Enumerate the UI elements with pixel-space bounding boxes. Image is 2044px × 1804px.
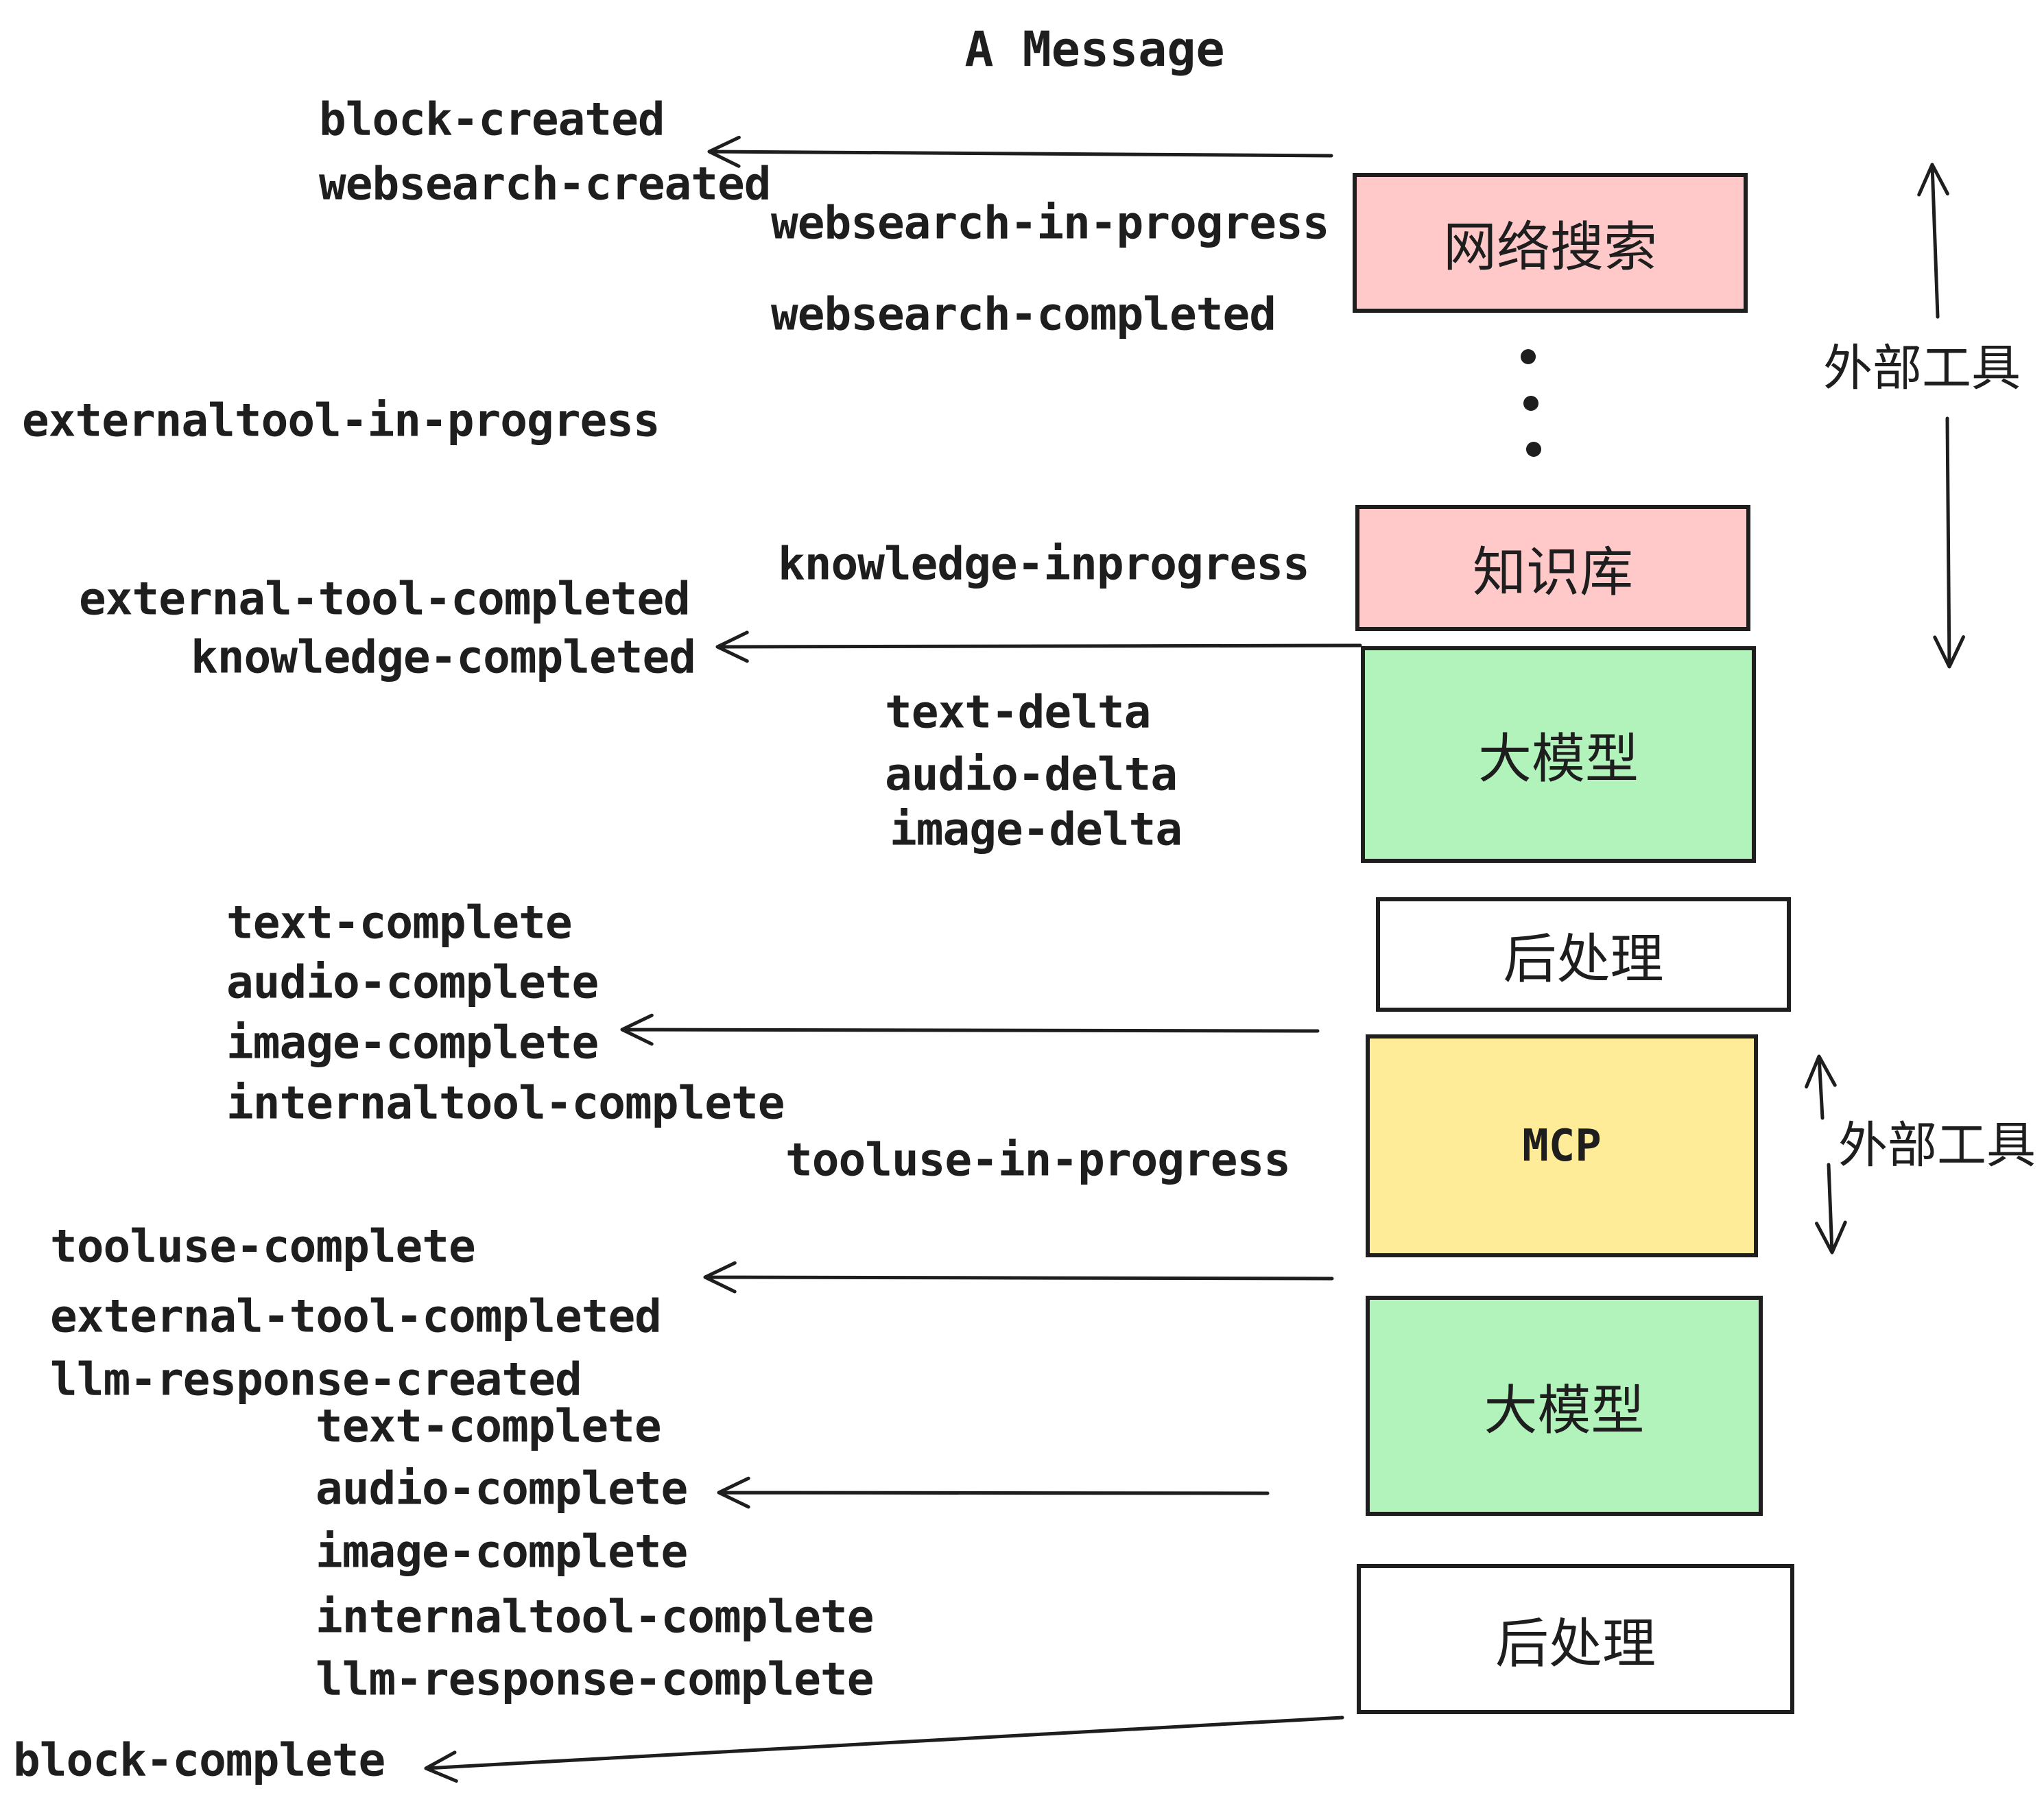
websearch-box-label: 网络搜索 — [1442, 217, 1657, 277]
event-label-external-tool-completed: external-tool-completed — [79, 572, 691, 626]
diagram-title: A Message — [964, 21, 1225, 78]
event-label-llm-response-complete: llm-response-complete — [316, 1652, 874, 1706]
llm-box-1-label: 大模型 — [1477, 728, 1639, 789]
arrow-postprocess-to-image-complete — [620, 1013, 1320, 1046]
postprocess-box-2: 后处理 — [1357, 1564, 1794, 1714]
event-label-audio-complete: audio-complete — [316, 1462, 688, 1515]
event-label-websearch-created: websearch-created — [319, 157, 772, 211]
knowledge-box: 知识库 — [1355, 505, 1750, 631]
postprocess-box-1-label: 后处理 — [1503, 928, 1664, 989]
event-label-audio-complete: audio-complete — [226, 956, 599, 1009]
event-label-externaltool-in-progress: externaltool-in-progress — [22, 394, 661, 447]
ellipsis-dots — [1521, 349, 1541, 457]
event-label-image-delta: image-delta — [890, 803, 1183, 856]
mcp-box-label: MCP — [1522, 1120, 1602, 1172]
event-label-block-complete: block-complete — [13, 1733, 385, 1787]
event-label-llm-response-created: llm-response-created — [50, 1353, 582, 1406]
external-tools-up-arrow-1 — [1917, 163, 1949, 319]
event-label-knowledge-completed: knowledge-completed — [191, 630, 696, 684]
external-tools-label-1: 外部工具 — [1823, 341, 2021, 396]
event-label-text-delta: text-delta — [885, 685, 1151, 739]
event-label-knowledge-inprogress: knowledge-inprogress — [778, 537, 1310, 591]
event-label-audio-delta: audio-delta — [885, 748, 1178, 801]
event-label-internaltool-complete: internaltool-complete — [226, 1076, 785, 1130]
postprocess-box-2-label: 后处理 — [1495, 1613, 1656, 1674]
event-label-block-created: block-created — [319, 93, 665, 146]
event-label-text-complete: text-complete — [226, 896, 573, 949]
llm-box-2-label: 大模型 — [1484, 1379, 1645, 1440]
event-label-tooluse-in-progress: tooluse-in-progress — [785, 1133, 1291, 1187]
event-label-text-complete: text-complete — [316, 1399, 662, 1453]
event-label-websearch-completed: websearch-completed — [771, 287, 1276, 341]
external-tools-up-arrow-2 — [1805, 1054, 1837, 1120]
event-label-image-complete: image-complete — [316, 1525, 688, 1578]
external-tools-down-arrow-2 — [1815, 1163, 1847, 1255]
event-label-internaltool-complete: internaltool-complete — [316, 1590, 874, 1643]
external-tools-down-arrow-1 — [1933, 416, 1965, 669]
external-tools-label-2: 外部工具 — [1838, 1118, 2036, 1174]
mcp-box: MCP — [1366, 1034, 1758, 1257]
llm-box-1: 大模型 — [1361, 646, 1756, 863]
event-label-external-tool-completed: external-tool-completed — [50, 1290, 662, 1343]
websearch-box: 网络搜索 — [1353, 173, 1748, 313]
arrow-postprocess2-to-block-complete — [424, 1716, 1344, 1783]
arrow-mcp-to-tooluse-complete — [703, 1261, 1334, 1294]
arrow-llm-to-knowledge-completed — [715, 630, 1362, 663]
event-label-tooluse-complete: tooluse-complete — [50, 1220, 476, 1273]
arrow-websearch-to-block-created — [707, 135, 1333, 168]
event-label-websearch-in-progress: websearch-in-progress — [771, 196, 1329, 250]
arrow-llm2-to-audio-complete — [717, 1476, 1270, 1509]
event-label-image-complete: image-complete — [226, 1016, 599, 1069]
postprocess-box-1: 后处理 — [1376, 897, 1791, 1012]
knowledge-box-label: 知识库 — [1472, 542, 1633, 602]
llm-box-2: 大模型 — [1366, 1296, 1763, 1516]
